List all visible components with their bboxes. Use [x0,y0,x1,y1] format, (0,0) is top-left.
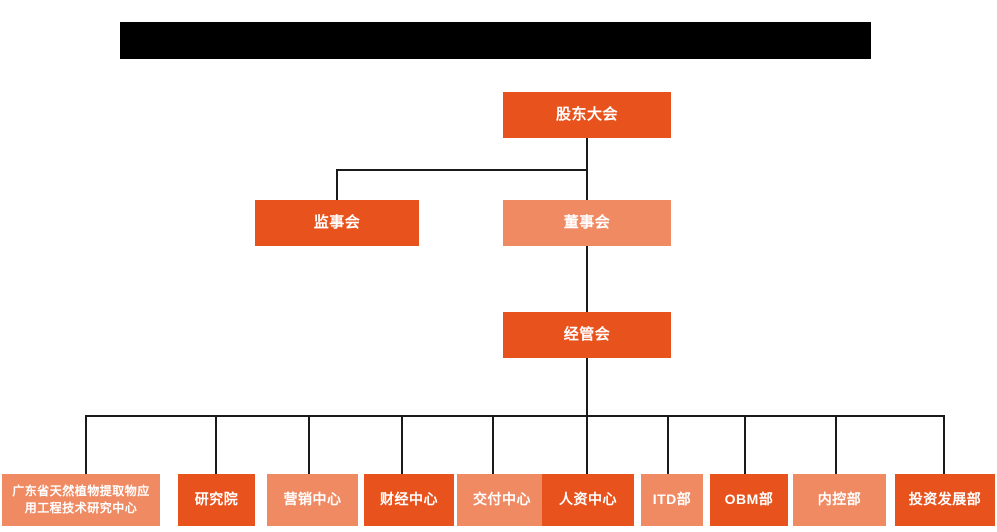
org-node-label-directors: 董事会 [563,214,611,232]
org-node-management[interactable]: 经管会 [503,312,671,358]
connector-d10 [943,415,945,474]
org-node-label-delivery: 交付中心 [473,491,531,508]
connector-d1 [85,415,87,474]
org-node-label-hr: 人资中心 [559,491,617,508]
org-node-finance[interactable]: 财经中心 [364,474,454,526]
org-node-label-obm: OBM部 [724,491,774,508]
org-node-label-supervisors: 监事会 [313,214,361,232]
org-node-directors[interactable]: 董事会 [503,200,671,246]
org-node-obm[interactable]: OBM部 [710,474,788,526]
org-node-label-management: 经管会 [563,326,611,344]
org-node-delivery[interactable]: 交付中心 [457,474,547,526]
connector-d8 [744,415,746,474]
org-node-hr[interactable]: 人资中心 [542,474,634,526]
org-node-label-shareholders: 股东大会 [555,106,618,124]
org-node-research[interactable]: 研究院 [178,474,255,526]
org-node-label-research: 研究院 [194,491,239,508]
connector-d4 [401,415,403,474]
org-node-label-itd: ITD部 [652,491,692,508]
connector-d7 [667,415,669,474]
connector-c6 [85,415,945,417]
connector-c3 [336,169,338,200]
connector-d3 [308,415,310,474]
org-node-internal[interactable]: 内控部 [793,474,886,526]
org-node-investment[interactable]: 投资发展部 [895,474,995,526]
redacted-title-bar [120,22,871,59]
org-node-gd-center[interactable]: 广东省天然植物提取物应 用工程技术研究中心 [2,474,160,526]
org-node-label-marketing: 营销中心 [283,491,342,508]
org-node-label-internal: 内控部 [817,491,862,508]
connector-c2 [336,169,587,171]
org-node-label-finance: 财经中心 [380,491,438,508]
org-node-label-investment: 投资发展部 [908,491,982,508]
org-node-marketing[interactable]: 营销中心 [267,474,358,526]
org-node-supervisors[interactable]: 监事会 [255,200,419,246]
connector-d6 [586,415,588,474]
org-node-label-gd-center: 广东省天然植物提取物应 用工程技术研究中心 [12,483,150,515]
connector-c1 [586,138,588,200]
connector-d5 [492,415,494,474]
connector-c5 [586,358,588,416]
org-node-shareholders[interactable]: 股东大会 [503,92,671,138]
connector-d2 [215,415,217,474]
connector-d9 [835,415,837,474]
connector-c4 [586,246,588,312]
org-node-itd[interactable]: ITD部 [641,474,703,526]
